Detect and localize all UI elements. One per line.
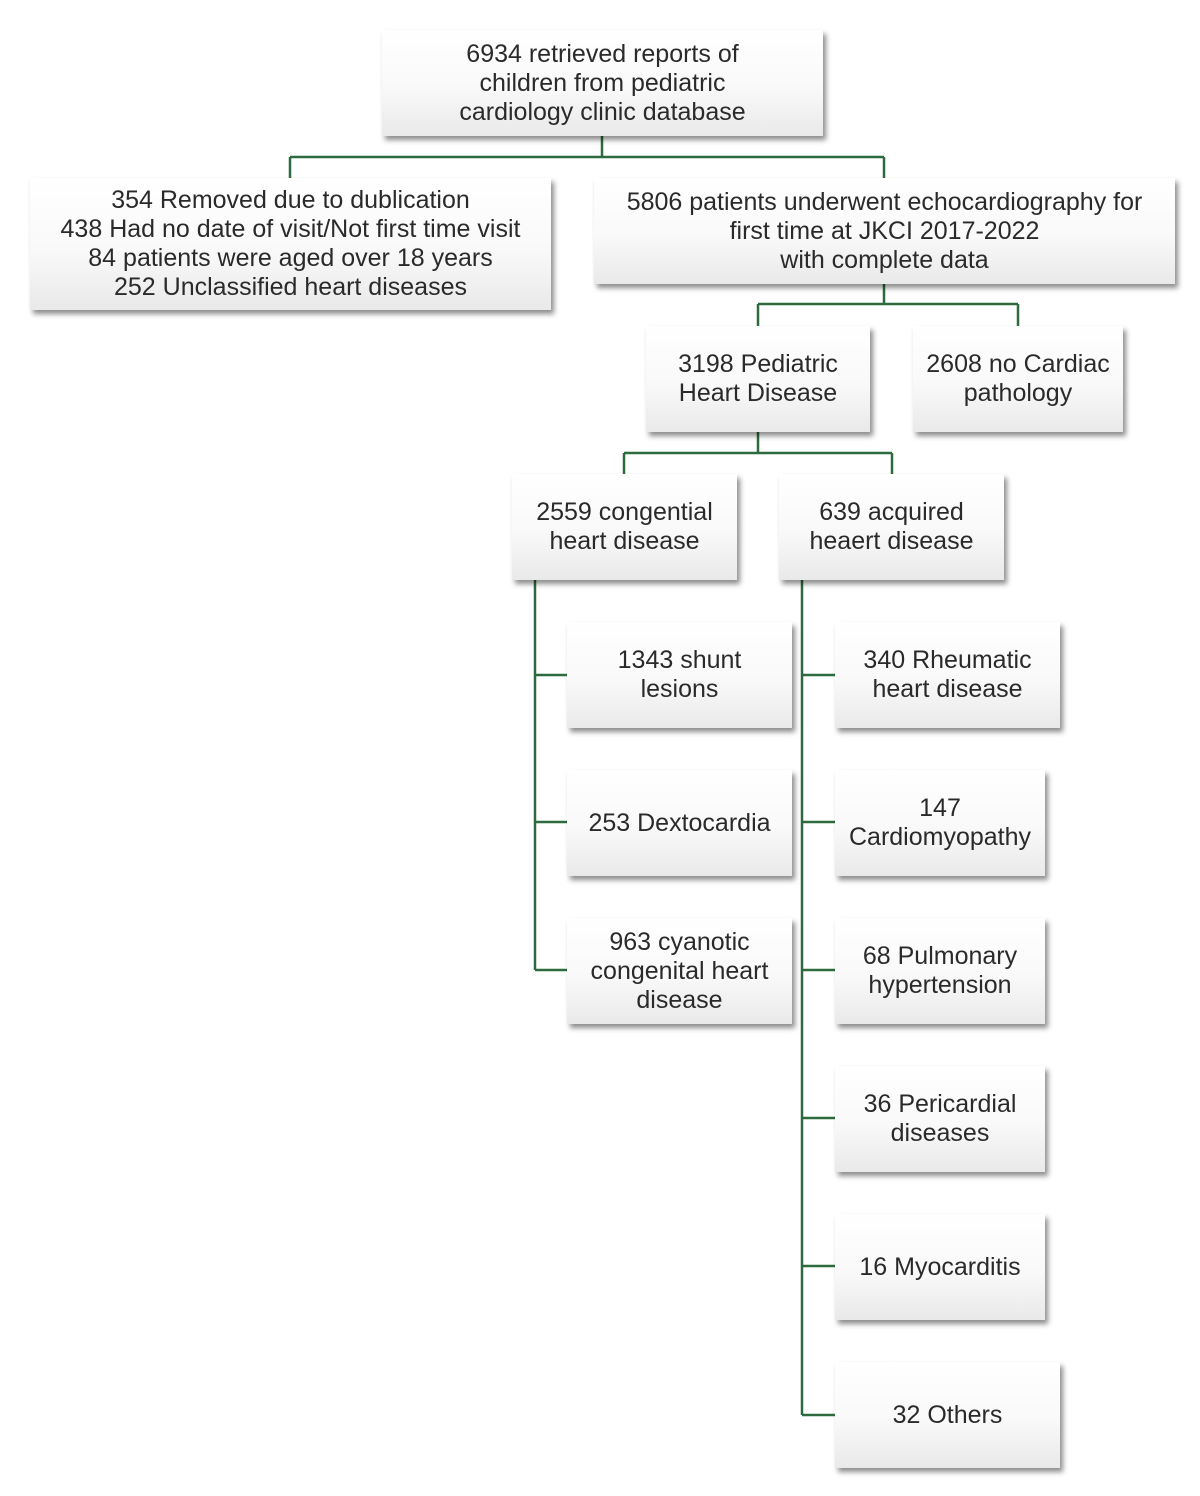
congenital-heart-disease-line: heart disease xyxy=(549,527,700,555)
pulmonary-hypertension-box: 68 Pulmonary hypertension xyxy=(835,918,1045,1024)
root-box: 6934 retrieved reports of children from … xyxy=(382,30,823,136)
pulmonary-hypertension-line: 68 Pulmonary xyxy=(862,942,1018,970)
cyanotic-chd-line: disease xyxy=(636,985,723,1014)
myocarditis-box: 16 Myocarditis xyxy=(835,1214,1045,1320)
pediatric-heart-disease-line: Heart Disease xyxy=(678,379,838,407)
pericardial-diseases-box: 36 Pericardial diseases xyxy=(835,1066,1045,1172)
connector-chd-children xyxy=(533,580,567,972)
connector-echo-split xyxy=(756,284,1020,326)
dextocardia-line: 253 Dextocardia xyxy=(588,808,771,837)
no-cardiac-pathology-line: 2608 no Cardiac xyxy=(926,350,1110,378)
others-line: 32 Others xyxy=(892,1400,1003,1429)
cyanotic-chd-line: 963 cyanotic xyxy=(609,927,750,956)
cardiomyopathy-line: Cardiomyopathy xyxy=(848,823,1032,851)
pediatric-heart-disease-line: 3198 Pediatric xyxy=(678,350,838,378)
cyanotic-chd-box: 963 cyanotic congenital heart disease xyxy=(567,918,792,1024)
pericardial-diseases-line: 36 Pericardial xyxy=(863,1090,1017,1118)
shunt-lesions-line: lesions xyxy=(640,675,719,703)
dextocardia-box: 253 Dextocardia xyxy=(567,770,792,876)
echo-line: 5806 patients underwent echocardiography… xyxy=(626,187,1143,216)
rheumatic-heart-disease-line: heart disease xyxy=(872,675,1023,703)
no-cardiac-pathology-box: 2608 no Cardiac pathology xyxy=(913,326,1123,432)
pericardial-diseases-line: diseases xyxy=(890,1119,990,1147)
root-line: cardiology clinic database xyxy=(459,97,746,126)
connector-root-split xyxy=(288,136,886,178)
others-box: 32 Others xyxy=(835,1362,1060,1468)
rheumatic-heart-disease-line: 340 Rheumatic xyxy=(863,646,1032,674)
shunt-lesions-box: 1343 shunt lesions xyxy=(567,622,792,728)
pulmonary-hypertension-line: hypertension xyxy=(868,971,1012,999)
excluded-line: 252 Unclassified heart diseases xyxy=(114,273,467,301)
echo-line: with complete data xyxy=(780,245,989,274)
cardiomyopathy-line: 147 xyxy=(919,794,961,822)
excluded-line: 438 Had no date of visit/Not first time … xyxy=(60,215,521,243)
root-line: 6934 retrieved reports of xyxy=(466,39,739,68)
root-line: children from pediatric xyxy=(479,68,726,97)
rheumatic-heart-disease-box: 340 Rheumatic heart disease xyxy=(835,622,1060,728)
cyanotic-chd-line: congenital heart xyxy=(590,956,769,985)
congenital-heart-disease-box: 2559 congential heart disease xyxy=(512,474,737,580)
acquired-heart-disease-box: 639 acquired heaert disease xyxy=(779,474,1004,580)
cardiomyopathy-box: 147 Cardiomyopathy xyxy=(835,770,1045,876)
shunt-lesions-line: 1343 shunt xyxy=(617,646,742,674)
acquired-heart-disease-line: heaert disease xyxy=(809,527,974,555)
echo-line: first time at JKCI 2017-2022 xyxy=(729,216,1040,245)
connector-ahd-children xyxy=(800,580,835,1417)
congenital-heart-disease-line: 2559 congential xyxy=(536,498,713,526)
pediatric-heart-disease-box: 3198 Pediatric Heart Disease xyxy=(646,326,870,432)
excluded-box: 354 Removed due to dublication 438 Had n… xyxy=(30,178,551,310)
echo-box: 5806 patients underwent echocardiography… xyxy=(594,178,1175,284)
excluded-line: 84 patients were aged over 18 years xyxy=(88,244,493,272)
excluded-line: 354 Removed due to dublication xyxy=(111,186,470,214)
no-cardiac-pathology-line: pathology xyxy=(963,379,1073,407)
connector-phd-split xyxy=(622,432,894,474)
acquired-heart-disease-line: 639 acquired xyxy=(819,498,964,526)
myocarditis-line: 16 Myocarditis xyxy=(859,1252,1021,1281)
